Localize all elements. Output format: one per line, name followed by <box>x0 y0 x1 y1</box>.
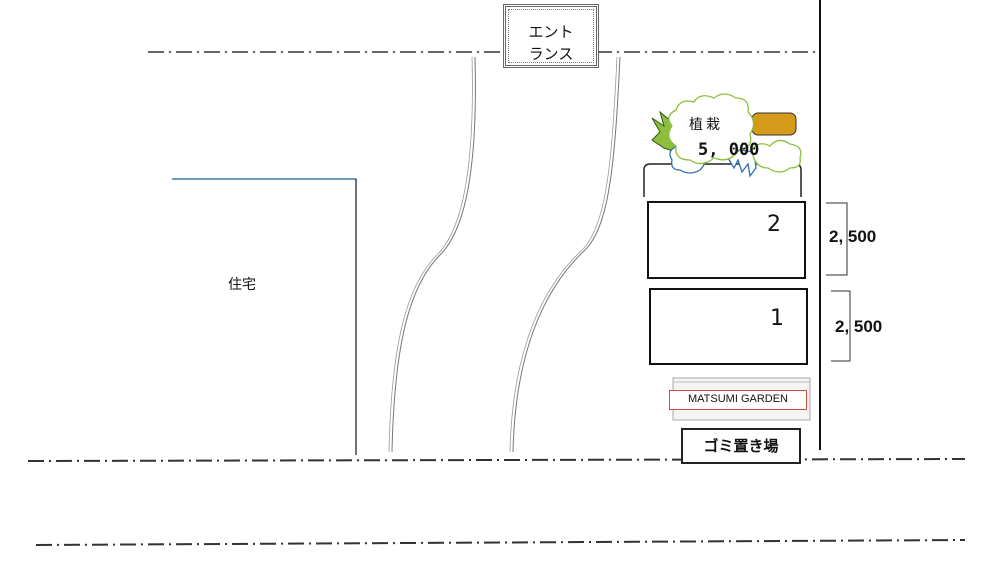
boundary-line-road-lower <box>35 539 966 546</box>
shrub-icon <box>651 93 802 178</box>
entrance-label-line1: エント <box>528 23 574 41</box>
parking-slot-1 <box>649 288 808 365</box>
driveway-left-edge <box>391 56 476 453</box>
dimension-bracket-2 <box>826 202 848 276</box>
house-label: 住宅 <box>228 277 256 293</box>
parking-slot-1-number: 1 <box>770 306 784 331</box>
parking-slot-2-number: 2 <box>767 212 781 237</box>
parking-slot-2 <box>647 201 806 279</box>
driveway-right-edge <box>512 56 621 453</box>
garbage-area-label: ゴミ置き場 <box>681 428 801 464</box>
planting-label: 植栽 <box>689 117 723 133</box>
dimension-bracket-1 <box>831 290 851 362</box>
house-outline <box>172 178 357 455</box>
boundary-line-road-upper <box>27 458 966 462</box>
parking-slot-2-depth: 2, 500 <box>829 227 877 246</box>
planter-bracket <box>643 163 802 197</box>
entrance-box: エント ランス <box>503 4 599 68</box>
entrance-label-line2: ランス <box>528 45 574 63</box>
parking-slot-1-depth: 2, 500 <box>835 317 883 336</box>
signboard: MATSUMI GARDEN <box>669 390 807 410</box>
planting-width-dimension: 5, 000 <box>698 140 760 160</box>
